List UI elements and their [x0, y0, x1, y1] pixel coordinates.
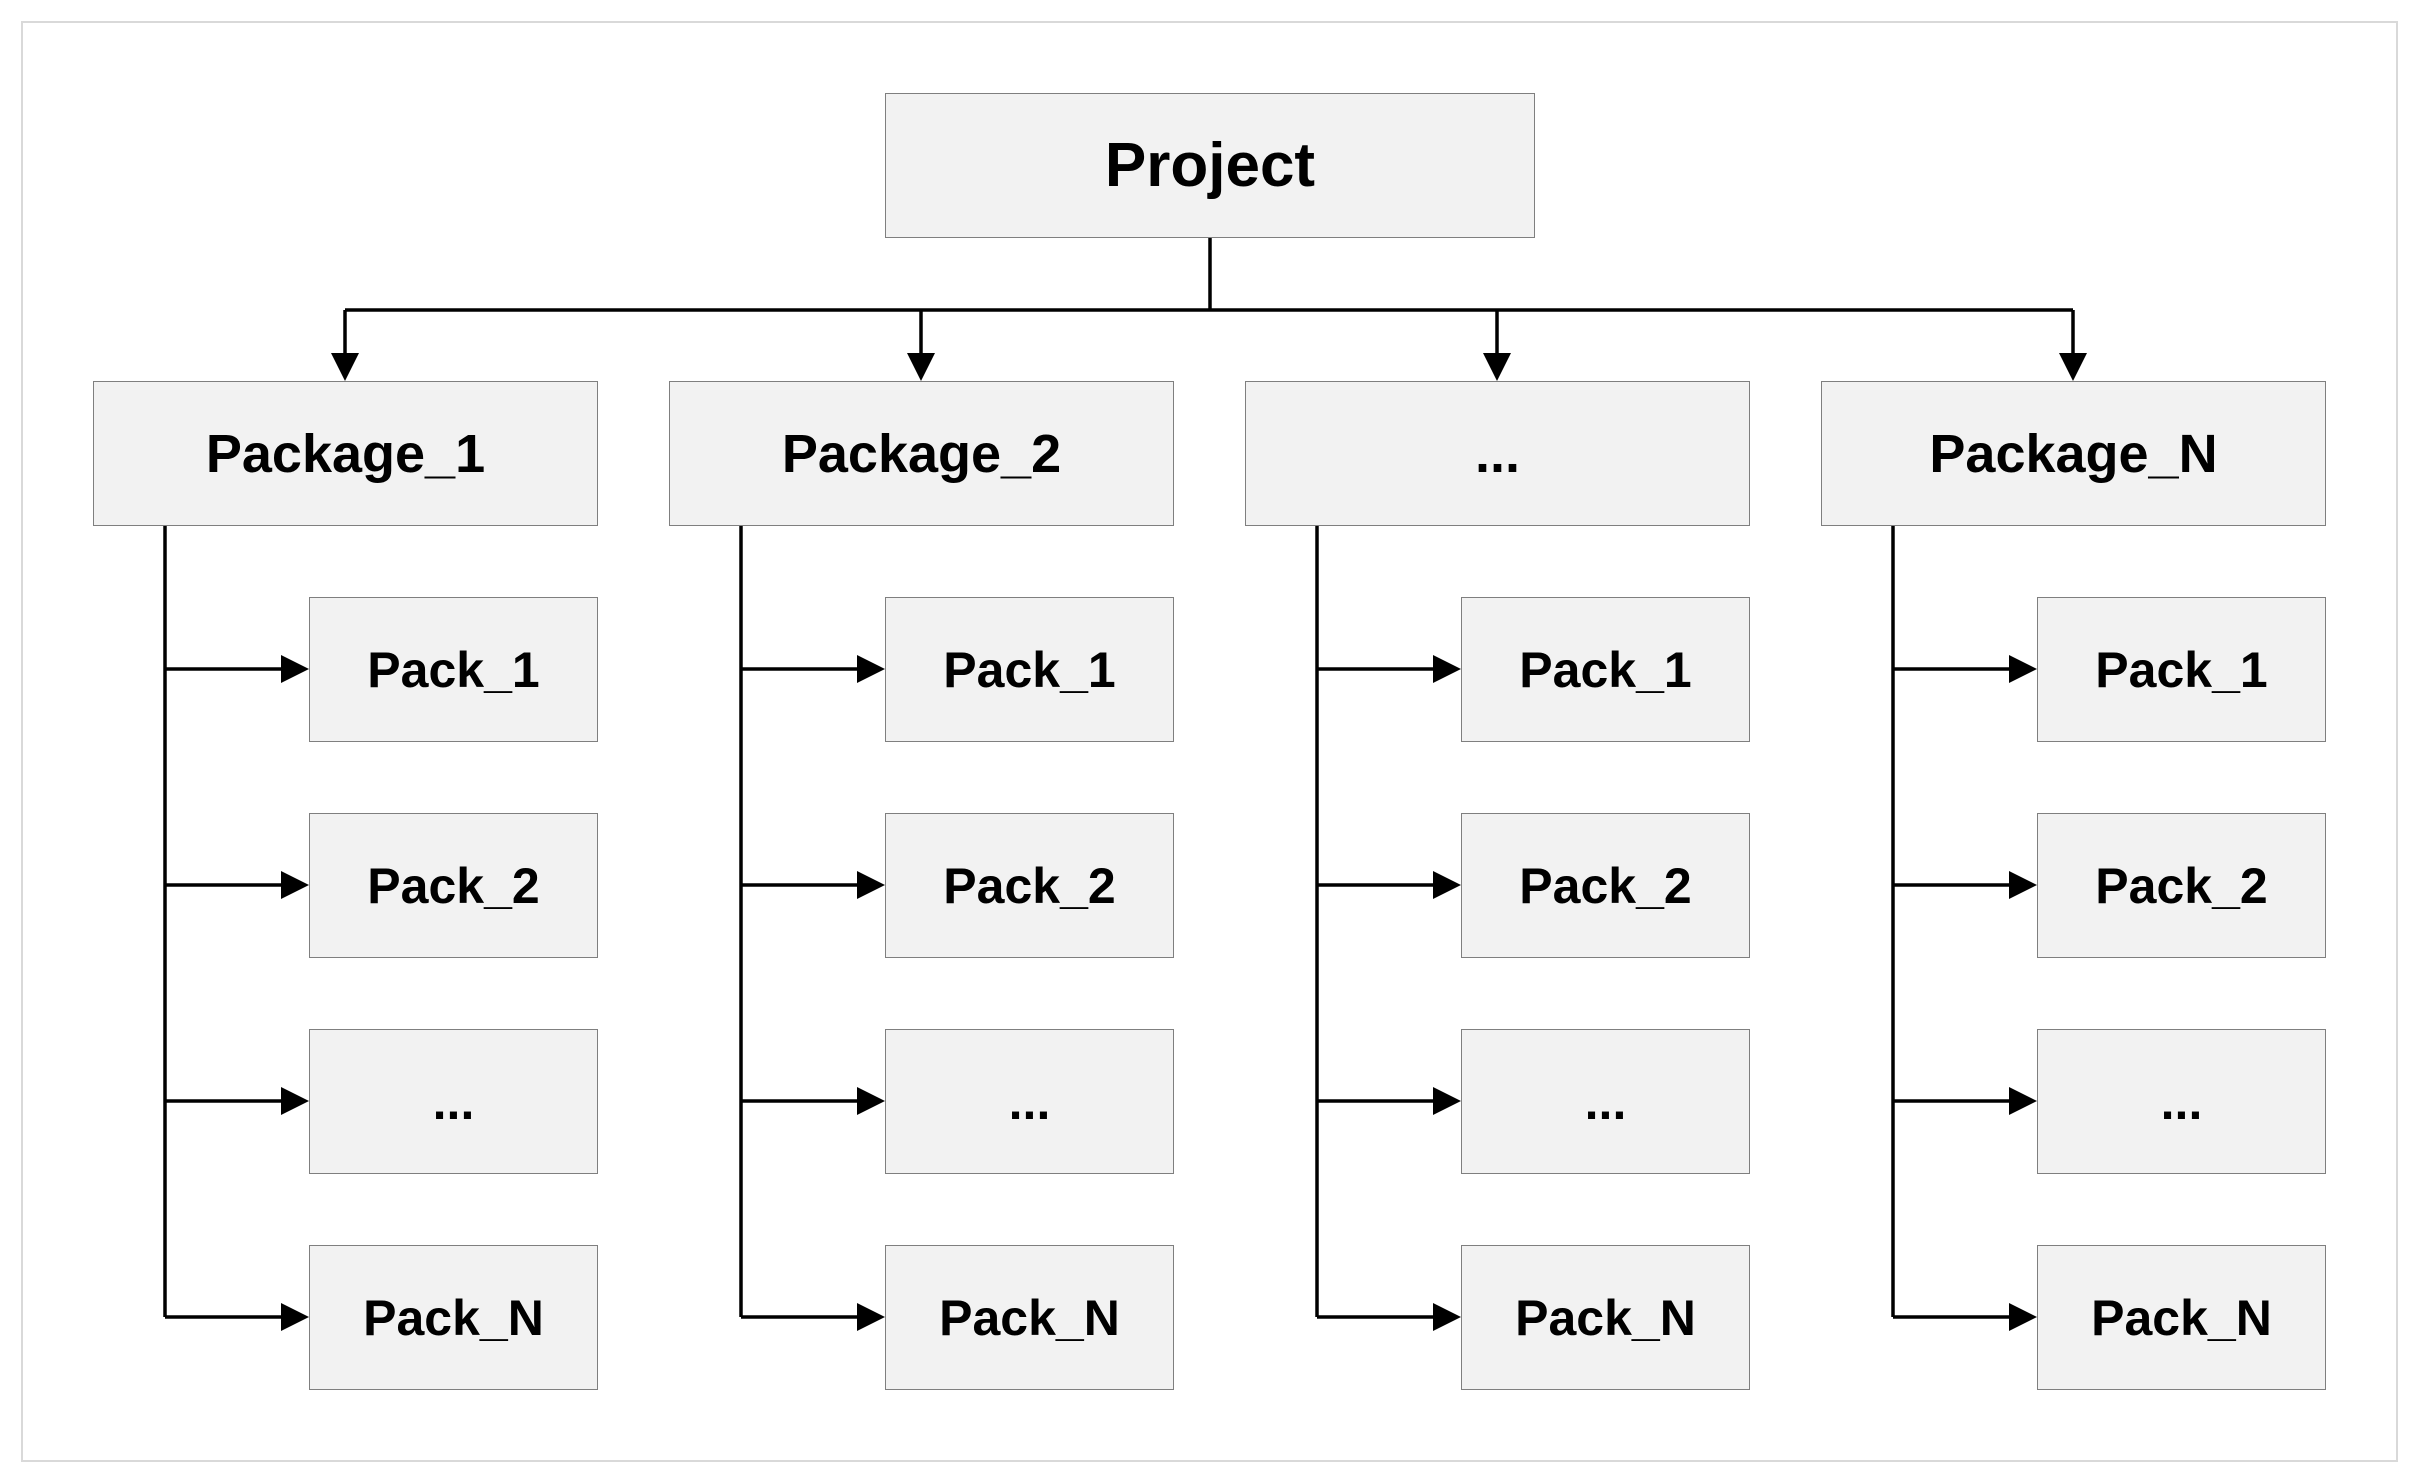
pack-arrow-head — [1433, 1087, 1461, 1115]
package-arrow-head — [907, 353, 935, 381]
pack-node-1-1: Pack_1 — [309, 597, 598, 742]
pack-arrow-head — [1433, 871, 1461, 899]
pack-node-2-4: Pack_N — [885, 1245, 1174, 1390]
pack-node-label: Pack_2 — [1519, 857, 1692, 914]
pack-arrow-head — [857, 1303, 885, 1331]
package-arrow-head — [331, 353, 359, 381]
pack-node-3-1: Pack_1 — [1461, 597, 1750, 742]
pack-node-label: Pack_2 — [2095, 857, 2268, 914]
pack-node-2-3: ... — [885, 1029, 1174, 1174]
package-node-label: Package_N — [1929, 423, 2218, 484]
pack-arrow-head — [281, 871, 309, 899]
pack-node-label: Pack_1 — [943, 641, 1116, 698]
package-node-2: Package_2 — [669, 381, 1174, 526]
pack-node-label: Pack_N — [1515, 1289, 1696, 1346]
project-node-label: Project — [1104, 131, 1316, 200]
pack-arrow-head — [281, 655, 309, 683]
pack-node-label: ... — [2160, 1073, 2203, 1130]
project-node: Project — [885, 93, 1535, 238]
pack-node-4-4: Pack_N — [2037, 1245, 2326, 1390]
pack-arrow-head — [2009, 655, 2037, 683]
diagram-frame — [21, 21, 2398, 1462]
pack-arrow-head — [857, 871, 885, 899]
package-node-label: Package_2 — [781, 423, 1062, 484]
package-node-label: Package_1 — [205, 423, 486, 484]
pack-node-label: ... — [1008, 1073, 1051, 1130]
pack-node-label: Pack_N — [2091, 1289, 2272, 1346]
pack-node-3-2: Pack_2 — [1461, 813, 1750, 958]
pack-node-label: Pack_1 — [367, 641, 540, 698]
pack-arrow-head — [2009, 1087, 2037, 1115]
pack-arrow-head — [2009, 1303, 2037, 1331]
pack-node-1-3: ... — [309, 1029, 598, 1174]
pack-node-2-1: Pack_1 — [885, 597, 1174, 742]
pack-node-1-4: Pack_N — [309, 1245, 598, 1390]
pack-node-label: ... — [432, 1073, 475, 1130]
pack-arrow-head — [857, 655, 885, 683]
pack-node-label: Pack_1 — [1519, 641, 1692, 698]
pack-node-4-1: Pack_1 — [2037, 597, 2326, 742]
pack-node-label: ... — [1584, 1073, 1627, 1130]
package-node-label: ... — [1474, 423, 1520, 484]
pack-arrow-head — [857, 1087, 885, 1115]
pack-node-3-3: ... — [1461, 1029, 1750, 1174]
pack-node-4-3: ... — [2037, 1029, 2326, 1174]
pack-arrow-head — [281, 1087, 309, 1115]
pack-arrow-head — [2009, 871, 2037, 899]
pack-node-1-2: Pack_2 — [309, 813, 598, 958]
pack-node-2-2: Pack_2 — [885, 813, 1174, 958]
pack-node-label: Pack_2 — [943, 857, 1116, 914]
pack-arrow-head — [1433, 1303, 1461, 1331]
pack-arrow-head — [1433, 655, 1461, 683]
package-arrow-head — [1483, 353, 1511, 381]
pack-arrow-head — [281, 1303, 309, 1331]
pack-node-label: Pack_N — [939, 1289, 1120, 1346]
package-arrow-head — [2059, 353, 2087, 381]
pack-node-3-4: Pack_N — [1461, 1245, 1750, 1390]
pack-node-label: Pack_2 — [367, 857, 540, 914]
pack-node-4-2: Pack_2 — [2037, 813, 2326, 958]
pack-node-label: Pack_1 — [2095, 641, 2268, 698]
package-node-1: Package_1 — [93, 381, 598, 526]
package-node-n: Package_N — [1821, 381, 2326, 526]
pack-node-label: Pack_N — [363, 1289, 544, 1346]
package-node-ellipsis: ... — [1245, 381, 1750, 526]
